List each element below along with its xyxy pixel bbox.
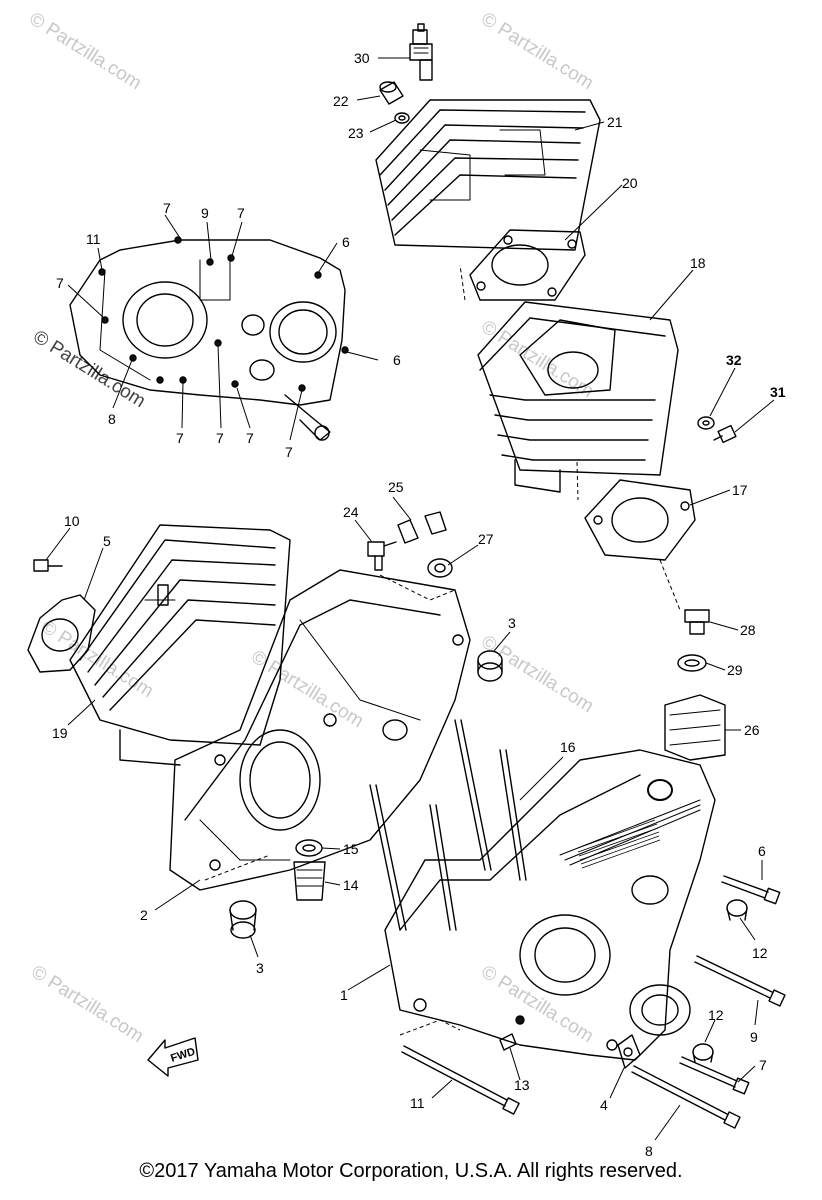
washer-32[interactable] (697, 416, 715, 430)
cylinder-block[interactable] (477, 301, 679, 493)
bolt-9[interactable] (694, 955, 786, 1007)
callout-4: 4 (600, 1097, 608, 1113)
callout-7: 7 (759, 1057, 767, 1073)
crankcase-half-inner-view[interactable] (69, 236, 349, 441)
callout-1: 1 (340, 987, 348, 1003)
callout-26: 26 (744, 722, 760, 738)
callout-6: 6 (758, 843, 766, 859)
callout-18: 18 (690, 255, 706, 271)
collar-27[interactable] (427, 558, 453, 578)
callout-labels: 30 22 23 21 20 18 32 31 17 7 9 7 11 6 7 … (52, 50, 786, 1159)
callout-14: 14 (343, 877, 359, 893)
callout-11: 11 (86, 231, 101, 247)
leader-lines (45, 57, 775, 1141)
callout-7: 7 (246, 430, 254, 446)
oil-fitting-24[interactable] (367, 541, 397, 571)
callout-5: 5 (103, 533, 111, 549)
watermark: © Partzilla.com (477, 631, 597, 717)
callout-10: 10 (64, 513, 80, 529)
watermark: © Partzilla.com (25, 8, 145, 94)
bolt-10[interactable] (33, 559, 63, 572)
callout-13: 13 (514, 1077, 530, 1093)
gasket-washer-23[interactable] (394, 112, 410, 124)
callout-7: 7 (163, 200, 171, 216)
callout-2: 2 (140, 907, 148, 923)
dowel-3-upper[interactable] (477, 650, 503, 682)
copyright-notice: ©2017 Yamaha Motor Corporation, U.S.A. A… (139, 1160, 683, 1182)
callout-19: 19 (52, 725, 68, 741)
callout-3: 3 (256, 960, 264, 976)
bolt-11[interactable] (401, 1045, 520, 1115)
hatched-surface (577, 819, 661, 869)
callout-17: 17 (732, 482, 748, 498)
callout-8: 8 (108, 411, 116, 427)
callout-11: 11 (410, 1095, 425, 1111)
watermark: © Partzilla.com (477, 316, 597, 402)
watermark: © Partzilla.com (477, 8, 597, 94)
callout-8: 8 (645, 1143, 653, 1159)
pin-13[interactable] (499, 1033, 517, 1051)
bolt-31[interactable] (713, 424, 737, 444)
washer-15[interactable] (295, 839, 323, 857)
collar-12-lower[interactable] (692, 1043, 714, 1063)
washer-29[interactable] (677, 654, 707, 672)
callout-6: 6 (342, 234, 350, 250)
plug-cap[interactable] (379, 81, 404, 105)
bolt-6[interactable] (721, 875, 781, 905)
watermark-layer: © Partzilla.com © Partzilla.com © Partzi… (25, 8, 597, 1047)
callout-32: 32 (726, 352, 742, 368)
callout-12: 12 (708, 1007, 724, 1023)
bolt-8[interactable] (631, 1065, 741, 1129)
callout-20: 20 (622, 175, 638, 191)
callout-25: 25 (388, 479, 404, 495)
crankcase-right-1[interactable] (384, 749, 716, 1061)
callout-7: 7 (56, 275, 64, 291)
callout-21: 21 (607, 114, 623, 130)
stud-bolts-16[interactable] (369, 719, 527, 931)
callout-31: 31 (770, 384, 786, 400)
plug-14[interactable] (293, 861, 326, 901)
callout-28: 28 (740, 622, 756, 638)
cylinder-base-gasket[interactable] (584, 479, 696, 561)
callout-3: 3 (508, 615, 516, 631)
callout-22: 22 (333, 93, 349, 109)
callout-30: 30 (354, 50, 370, 66)
callout-7: 7 (216, 430, 224, 446)
collar-12-upper[interactable] (726, 899, 748, 921)
forward-direction-arrow: FWD (147, 1037, 199, 1077)
dowel-pin-25[interactable] (397, 511, 447, 544)
callout-9: 9 (201, 205, 209, 221)
exhaust-gasket-5[interactable] (27, 594, 96, 673)
watermark: © Partzilla.com (477, 961, 597, 1047)
watermark: © Partzilla.com (247, 646, 367, 732)
filter-element-26[interactable] (664, 694, 726, 761)
drain-plug-28[interactable] (684, 609, 710, 635)
callout-27: 27 (478, 531, 494, 547)
callout-24: 24 (343, 504, 359, 520)
callout-16: 16 (560, 739, 576, 755)
spark-plug[interactable] (409, 23, 433, 81)
watermark: © Partzilla.com (29, 326, 149, 412)
callout-15: 15 (343, 841, 359, 857)
callout-7: 7 (237, 205, 245, 221)
callout-29: 29 (727, 662, 743, 678)
callout-6: 6 (393, 352, 401, 368)
bolt-7[interactable] (679, 1056, 750, 1095)
callout-7: 7 (176, 430, 184, 446)
cylinder-head-lower[interactable] (69, 524, 291, 766)
callout-9: 9 (750, 1029, 758, 1045)
crankcase-left-2[interactable] (169, 569, 471, 891)
watermark: © Partzilla.com (27, 961, 147, 1047)
head-gasket[interactable] (469, 229, 586, 301)
cylinder-head-upper[interactable] (375, 99, 601, 251)
callout-23: 23 (348, 125, 364, 141)
callout-7: 7 (285, 444, 293, 460)
bracket-4[interactable] (617, 1034, 641, 1069)
callout-12: 12 (752, 945, 768, 961)
dowel-3-lower[interactable] (229, 900, 257, 939)
